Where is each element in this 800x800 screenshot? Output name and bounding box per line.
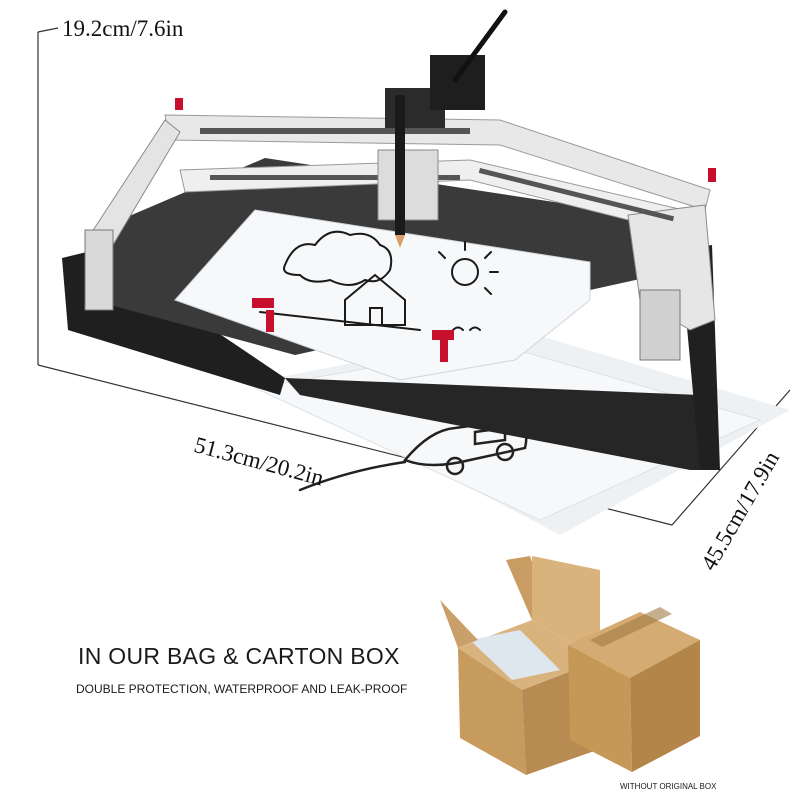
height-dimension: 19.2cm/7.6in bbox=[62, 16, 184, 41]
red-accent-pins bbox=[175, 98, 716, 362]
packaging-subline: DOUBLE PROTECTION, WATERPROOF AND LEAK-P… bbox=[76, 682, 408, 696]
plotter-machine bbox=[62, 9, 720, 470]
packaging-headline: IN OUR BAG & CARTON BOX bbox=[78, 643, 400, 669]
pen-carriage bbox=[377, 9, 508, 248]
carton-boxes bbox=[440, 556, 700, 775]
box-caption: WITHOUT ORIGINAL BOX bbox=[620, 782, 717, 791]
